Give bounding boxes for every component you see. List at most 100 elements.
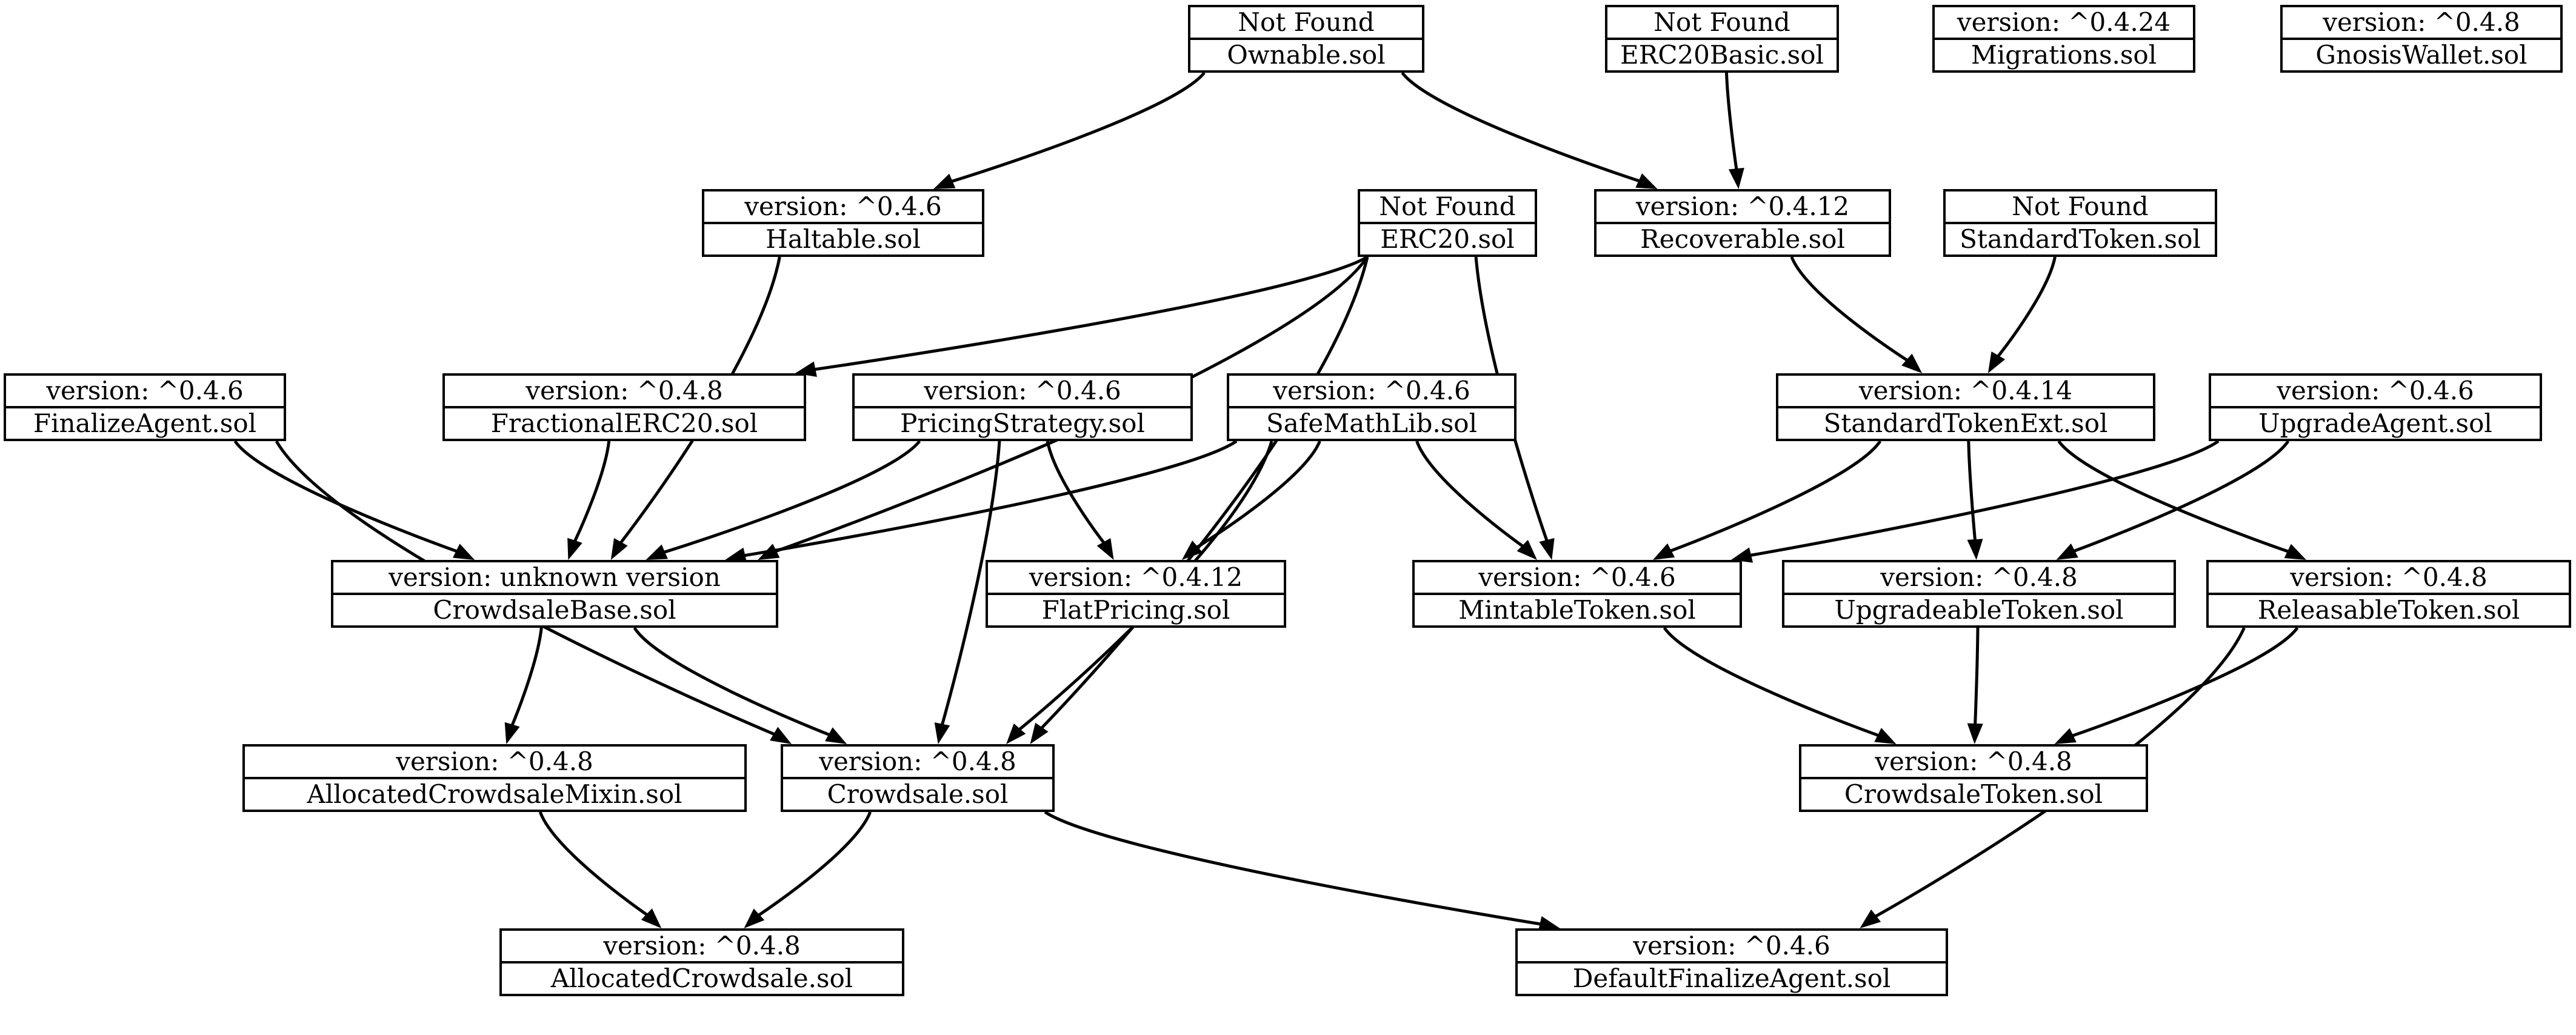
node-file-label: CrowdsaleToken.sol — [1844, 779, 2103, 809]
graph-edge-safemathlib-to-mintabletoken — [1415, 441, 1537, 560]
node-version-label: version: ^0.4.24 — [1935, 7, 2193, 40]
node-file-label: MintableToken.sol — [1458, 595, 1696, 625]
graph-edge-safemathlib-to-flatpricing — [1181, 441, 1321, 560]
graph-edge-recoverable-to-standardtokenext — [1790, 256, 1923, 373]
node-file-label: StandardTokenExt.sol — [1823, 408, 2108, 438]
node-file-label: GnosisWallet.sol — [2315, 40, 2528, 70]
graph-edge-crowdsalebase-to-crowdsale — [633, 627, 847, 744]
node-version-label: version: ^0.4.6 — [855, 376, 1190, 408]
node-version-label: version: ^0.4.6 — [6, 376, 284, 408]
node-file-label: UpgradeAgent.sol — [2258, 408, 2492, 438]
graph-edge-ownable-to-haltable — [933, 72, 1206, 189]
node-version-label: version: ^0.4.6 — [704, 191, 982, 224]
node-version-label: version: ^0.4.14 — [1778, 376, 2153, 408]
graph-edge-standardtokenext-to-releasabletoken — [2057, 440, 2306, 560]
graph-edge-mintabletoken-to-crowdsaletoken — [1663, 627, 1897, 744]
graph-edge-crowdsale-to-allocatedcrowdsale — [744, 811, 872, 928]
node-file-label: SafeMathLib.sol — [1266, 408, 1478, 438]
node-version-label: Not Found — [1360, 191, 1535, 224]
graph-edge-fractionalerc20-to-crowdsalebase — [567, 441, 611, 560]
graph-edge-releasabletoken-to-crowdsaletoken — [2054, 627, 2299, 744]
node-file-label: ERC20.sol — [1380, 224, 1515, 254]
graph-edge-pricingstrategy-to-crowdsalebase — [646, 440, 921, 560]
graph-edge-finalizeagent-to-crowdsalebase — [233, 440, 475, 560]
node-file-label: FinalizeAgent.sol — [33, 408, 257, 438]
graph-edge-erc20-to-crowdsale — [1030, 256, 1369, 744]
node-version-label: version: ^0.4.8 — [2209, 562, 2569, 595]
graph-edge-upgradeagent-to-upgradeabletoken — [2056, 440, 2290, 560]
node-file-label: UpgradeableToken.sol — [1834, 595, 2124, 625]
node-file-label: FlatPricing.sol — [1041, 595, 1230, 625]
node-version-label: version: ^0.4.8 — [1784, 562, 2174, 595]
node-file-label: CrowdsaleBase.sol — [433, 595, 676, 625]
graph-edge-erc20-to-fractionalerc20 — [795, 255, 1369, 377]
node-version-label: Not Found — [1190, 7, 1422, 40]
node-file-label: ERC20Basic.sol — [1620, 40, 1824, 70]
graph-edge-standardtokenext-to-upgradeabletoken — [1967, 441, 1983, 560]
node-version-label: version: ^0.4.8 — [445, 376, 804, 408]
node-version-label: version: ^0.4.6 — [1518, 931, 1946, 963]
node-file-label: ReleasableToken.sol — [2257, 595, 2520, 625]
node-version-label: version: ^0.4.6 — [2211, 376, 2540, 408]
graph-edge-upgradeabletoken-to-crowdsaletoken — [1967, 627, 1983, 744]
node-file-label: Haltable.sol — [766, 224, 921, 254]
graph-edge-pricingstrategy-to-flatpricing — [1046, 441, 1114, 560]
node-version-label: version: ^0.4.8 — [245, 747, 744, 779]
node-version-label: version: ^0.4.12 — [988, 562, 1284, 595]
node-file-label: Crowdsale.sol — [827, 779, 1009, 809]
node-version-label: version: ^0.4.8 — [1801, 747, 2146, 779]
graph-edge-standardtoken-to-standardtokenext — [1987, 256, 2057, 373]
node-version-label: version: ^0.4.6 — [1415, 562, 1740, 595]
node-file-label: AllocatedCrowdsale.sol — [550, 963, 853, 993]
node-file-label: Migrations.sol — [1970, 40, 2157, 70]
graph-edge-allocatedcrowdsalemixin-to-allocatedcrowdsale — [538, 811, 662, 928]
graph-edge-safemathlib-to-crowdsalebase — [725, 439, 1238, 563]
graph-edge-crowdsale-to-defaultfinalizeagent — [1044, 810, 1560, 932]
node-file-label: PricingStrategy.sol — [900, 408, 1145, 438]
node-file-label: FractionalERC20.sol — [490, 408, 758, 438]
node-file-label: Ownable.sol — [1227, 40, 1386, 70]
node-file-label: AllocatedCrowdsaleMixin.sol — [307, 779, 682, 809]
node-version-label: version: ^0.4.8 — [2283, 7, 2560, 40]
graph-edge-ownable-to-recoverable — [1401, 72, 1658, 189]
node-version-label: Not Found — [1946, 191, 2215, 224]
node-version-label: version: ^0.4.6 — [1229, 376, 1514, 408]
graph-edge-standardtokenext-to-mintabletoken — [1652, 440, 1882, 560]
graph-edge-crowdsalebase-to-allocatedcrowdsalemixin — [504, 627, 543, 744]
node-file-label: Recoverable.sol — [1640, 224, 1845, 254]
node-version-label: version: unknown version — [333, 562, 776, 595]
node-file-label: DefaultFinalizeAgent.sol — [1572, 963, 1891, 993]
graph-edge-erc20basic-to-recoverable — [1724, 72, 1744, 189]
node-version-label: version: ^0.4.12 — [1597, 191, 1889, 224]
node-file-label: StandardToken.sol — [1960, 224, 2201, 254]
graph-edge-pricingstrategy-to-crowdsale — [934, 441, 1001, 744]
node-version-label: version: ^0.4.8 — [502, 931, 902, 963]
node-version-label: Not Found — [1607, 7, 1837, 40]
